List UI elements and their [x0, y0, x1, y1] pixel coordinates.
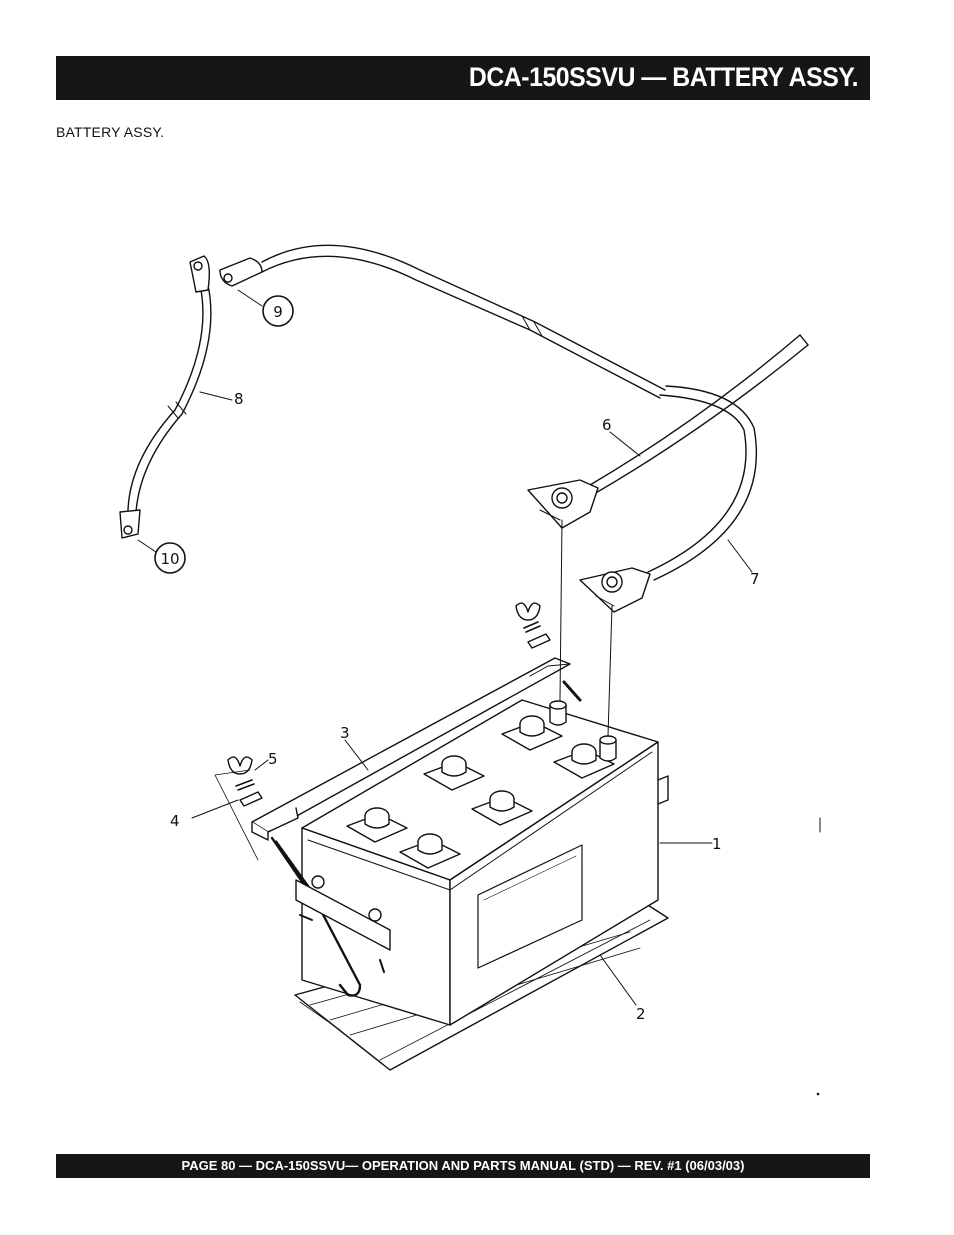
callout-7: 7: [750, 570, 760, 588]
wing-nut-left: [214, 756, 263, 861]
hold-down-bar: [251, 657, 571, 841]
footer-text: PAGE 80 — DCA-150SSVU— OPERATION AND PAR…: [181, 1158, 745, 1173]
cell-caps: [346, 715, 615, 869]
callout-9: 9: [273, 303, 283, 321]
terminal-posts: [549, 700, 617, 762]
callout-labels: 1 2 3 4 5 6 7 8: [170, 390, 760, 1023]
callout-8: 8: [234, 390, 244, 408]
page-header: DCA-150SSVU — BATTERY ASSY.: [56, 56, 870, 100]
scan-marks: [816, 817, 821, 1096]
callout-10-circle: [154, 542, 186, 574]
cable-8: [119, 255, 212, 539]
callout-4: 4: [170, 812, 180, 830]
long-cable: [219, 244, 666, 399]
callout-5: 5: [268, 750, 278, 768]
callout-9-circle: [262, 295, 294, 327]
cable-7: [579, 385, 758, 737]
j-bolts: [270, 680, 582, 997]
callout-3: 3: [340, 724, 350, 742]
callout-6: 6: [602, 416, 612, 434]
page-title: DCA-150SSVU — BATTERY ASSY.: [468, 62, 859, 92]
callout-2: 2: [636, 1005, 646, 1023]
wing-nut-right: [515, 602, 551, 649]
callout-10: 10: [160, 550, 179, 568]
cable-6: [527, 334, 809, 701]
callout-1: 1: [712, 835, 722, 853]
section-label: BATTERY ASSY.: [56, 124, 165, 140]
page-footer: PAGE 80 — DCA-150SSVU— OPERATION AND PAR…: [56, 1154, 870, 1178]
leader-lines: [137, 289, 753, 1006]
callout-circles: 9 10: [154, 295, 294, 574]
